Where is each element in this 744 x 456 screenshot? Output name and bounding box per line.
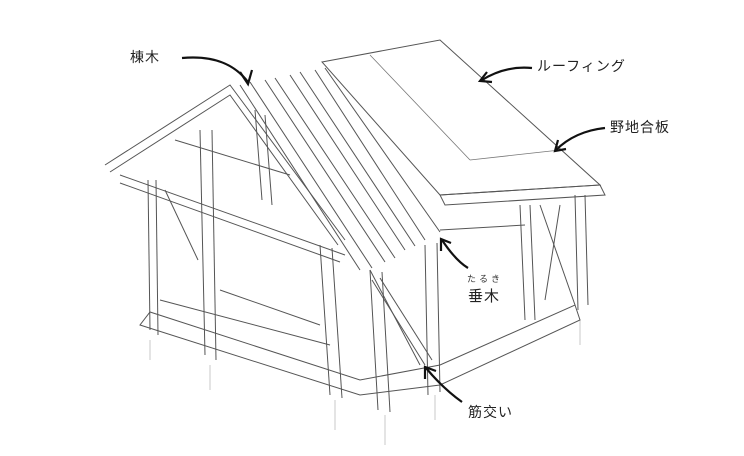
label-roofing: ルーフィング xyxy=(537,59,626,75)
label-rafter: 垂木 xyxy=(468,287,501,305)
label-rafter-ruby: たるき xyxy=(467,275,504,285)
arrow-roof-plywood xyxy=(555,126,606,151)
label-roof-plywood: 野地合板 xyxy=(610,120,670,136)
label-ridge-beam: 棟木 xyxy=(130,50,160,66)
arrow-roofing xyxy=(481,66,533,81)
rafters xyxy=(239,67,441,271)
frame-sketch xyxy=(104,39,606,445)
arrow-rafter xyxy=(441,239,469,269)
arrow-ridge-beam xyxy=(181,56,249,83)
label-brace: 筋交い xyxy=(468,405,513,421)
arrow-brace xyxy=(425,367,463,403)
